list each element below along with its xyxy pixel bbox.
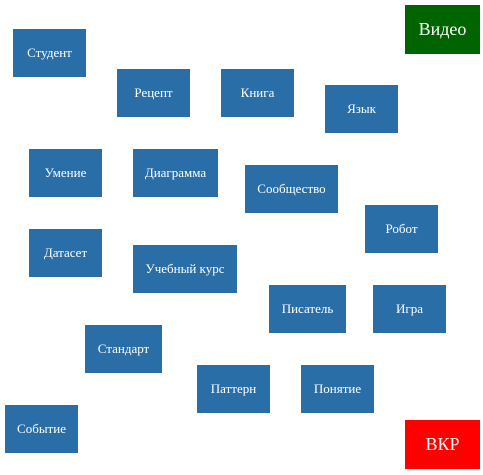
node-igra[interactable]: Игра bbox=[373, 285, 446, 333]
node-dataset[interactable]: Датасет bbox=[29, 229, 102, 277]
node-yazyk[interactable]: Язык bbox=[325, 85, 398, 133]
node-pattern[interactable]: Паттерн bbox=[197, 365, 270, 413]
node-ponyatie[interactable]: Понятие bbox=[301, 365, 374, 413]
node-robot[interactable]: Робот bbox=[365, 205, 438, 253]
node-umenie[interactable]: Умение bbox=[29, 149, 102, 197]
node-student[interactable]: Студент bbox=[13, 29, 86, 77]
node-sobytie[interactable]: Событие bbox=[5, 405, 78, 453]
node-soobshchestvo[interactable]: Сообщество bbox=[245, 165, 338, 213]
node-pisatel[interactable]: Писатель bbox=[269, 285, 346, 333]
node-standart[interactable]: Стандарт bbox=[85, 325, 162, 373]
node-kniga[interactable]: Книга bbox=[221, 69, 294, 117]
node-recept[interactable]: Рецепт bbox=[117, 69, 190, 117]
node-diagramma[interactable]: Диаграмма bbox=[133, 149, 218, 197]
node-uchebny-kurs[interactable]: Учебный курс bbox=[133, 245, 237, 293]
video-button[interactable]: Видео bbox=[405, 5, 480, 54]
vkr-button[interactable]: ВКР bbox=[405, 420, 480, 469]
